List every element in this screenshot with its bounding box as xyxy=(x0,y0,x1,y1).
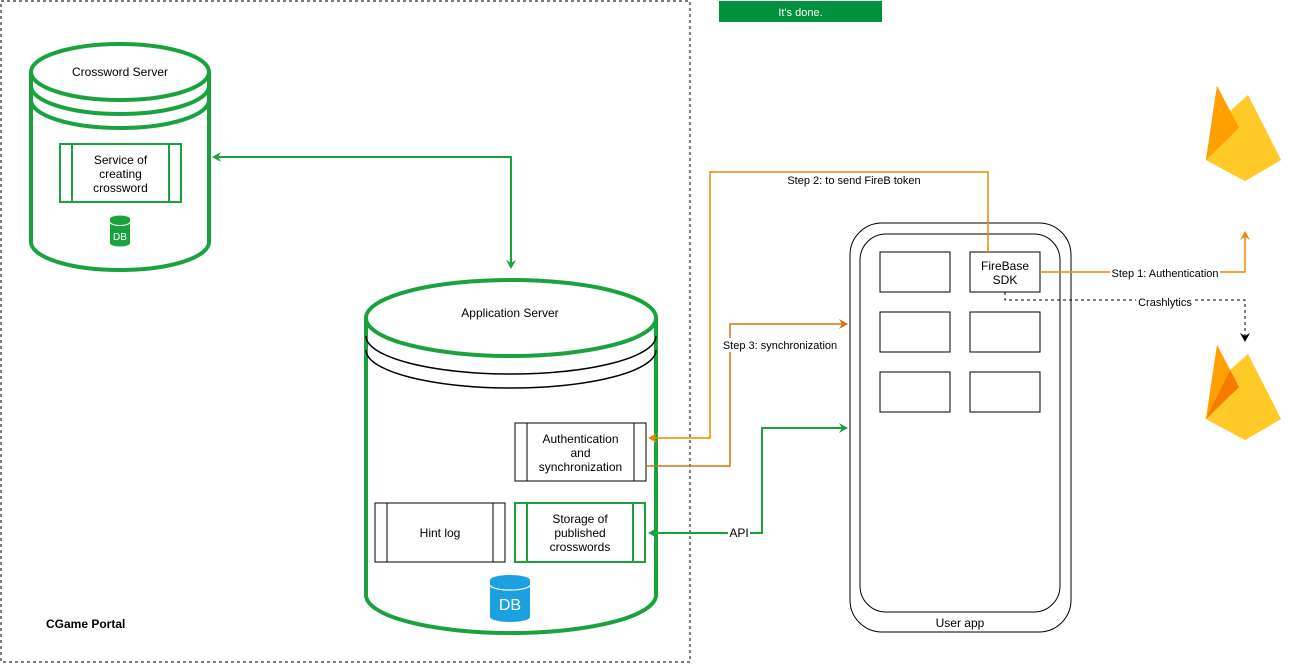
edge-label-step-3: Step 3: synchronization xyxy=(723,340,837,352)
service-label-line-2: creating xyxy=(99,167,142,181)
edge-step-3 xyxy=(646,319,848,467)
database-icon xyxy=(109,215,131,247)
edge-step-2 xyxy=(648,171,989,443)
hint-log-label: Hint log xyxy=(420,526,461,540)
edge-label-crashlytics: Crashlytics xyxy=(1138,297,1192,309)
application-server-title: Application Server xyxy=(461,306,558,320)
app-screen-tile[interactable] xyxy=(969,371,1041,413)
storage-process[interactable] xyxy=(514,502,646,563)
edge-label-api: API xyxy=(729,526,748,540)
application-db-label: DB xyxy=(499,597,521,614)
app-screen-tile[interactable] xyxy=(879,371,951,413)
portal-boundary xyxy=(0,0,691,663)
edge-step-1 xyxy=(1040,231,1250,273)
app-screen-tile[interactable] xyxy=(879,251,951,293)
storage-label-line-3: crosswords xyxy=(550,540,611,554)
portal-label: CGame Portal xyxy=(46,617,125,631)
edge-label-step-2: Step 2: to send FireB token xyxy=(787,175,920,187)
status-banner xyxy=(719,1,882,22)
service-label-line-1: Service of xyxy=(94,153,148,167)
auth-label-line-3: synchronization xyxy=(539,460,622,474)
edge-crashlytics xyxy=(1004,292,1250,342)
hint-log-process[interactable] xyxy=(374,502,506,563)
edge-label-step-1: Step 1: Authentication xyxy=(1111,268,1218,280)
storage-label-line-2: published xyxy=(554,526,605,540)
edge-crossword-app xyxy=(212,152,516,269)
service-label-line-3: crossword xyxy=(93,181,148,195)
app-screen-tile[interactable] xyxy=(879,311,951,353)
status-banner-text: It's done. xyxy=(778,7,822,19)
edge-api xyxy=(648,423,848,538)
crossword-db-label: DB xyxy=(113,232,127,243)
user-app-label: User app xyxy=(936,616,985,630)
auth-label-line-1: Authentication xyxy=(542,432,618,446)
firebase-icon xyxy=(1206,86,1281,181)
firebase-icon xyxy=(1206,345,1281,440)
database-icon xyxy=(489,575,531,622)
auth-sync-process[interactable] xyxy=(514,422,647,482)
auth-label-line-2: and xyxy=(570,446,590,460)
app-screen-tile[interactable] xyxy=(969,311,1041,353)
service-creating-crossword[interactable] xyxy=(59,143,182,203)
firebase-sdk-tile[interactable] xyxy=(969,251,1041,293)
sdk-label-line-2: SDK xyxy=(993,273,1018,287)
sdk-label-line-1: FireBase xyxy=(981,259,1029,273)
crossword-server-title: Crossword Server xyxy=(72,65,168,79)
storage-label-line-1: Storage of xyxy=(552,512,608,526)
